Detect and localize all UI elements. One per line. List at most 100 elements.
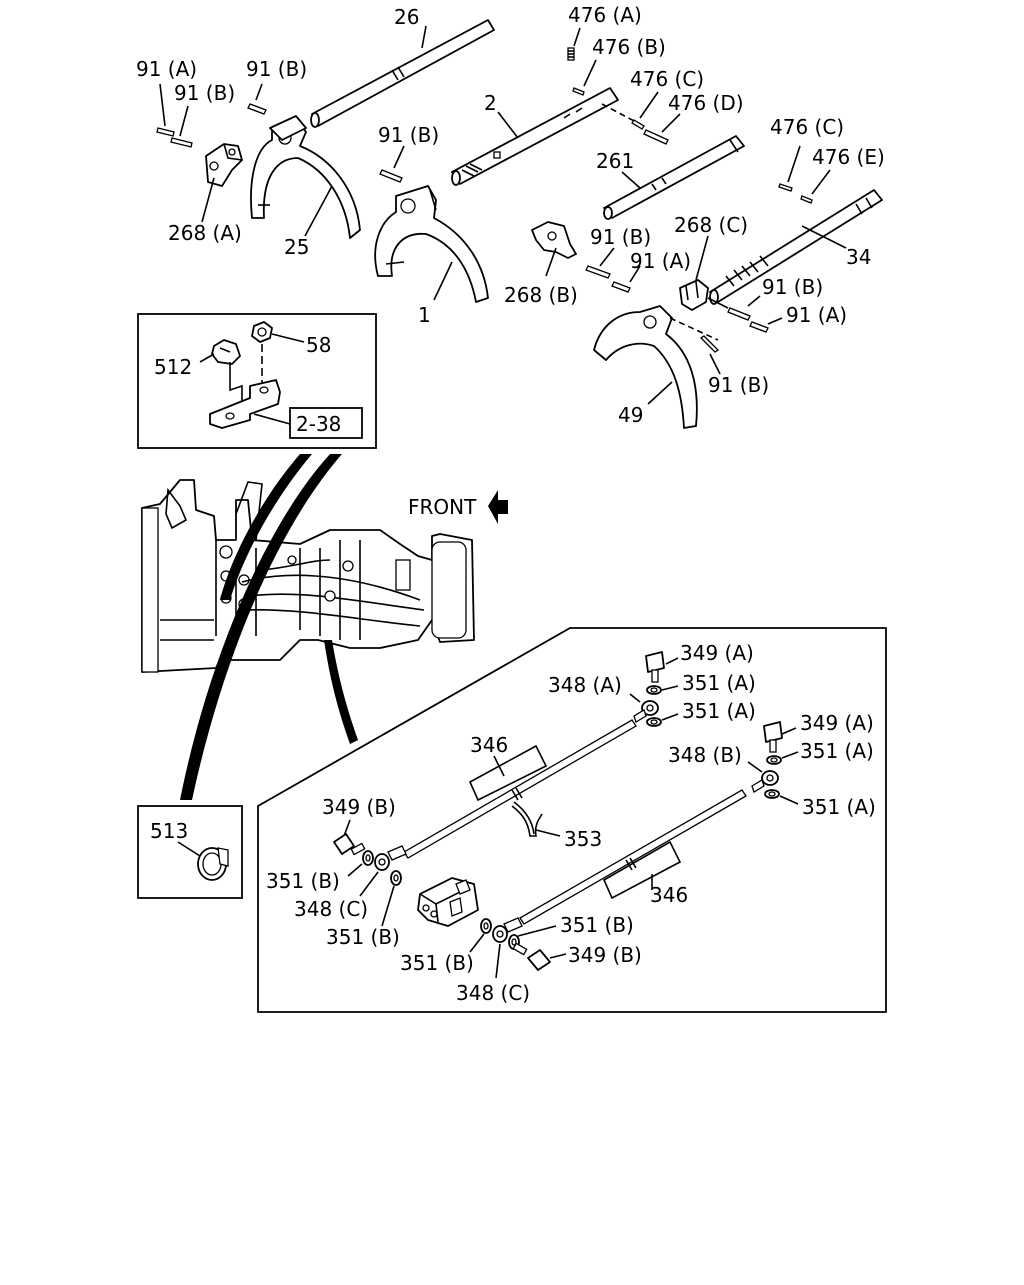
label-351b-4: 351 (B) — [560, 913, 634, 937]
label-91b-top1: 91 (B) — [174, 81, 235, 105]
label-351a-4: 351 (A) — [802, 795, 876, 819]
label-346-bot: 346 — [650, 883, 688, 907]
part-513-clamp — [197, 847, 229, 881]
part-91b-pin-mid — [379, 169, 403, 183]
part-351b-washer-1 — [362, 850, 374, 866]
label-513: 513 — [150, 819, 188, 843]
inset-box-tubes — [257, 627, 887, 1013]
label-58: 58 — [306, 333, 331, 357]
part-348c-eye-bolt-1 — [374, 845, 407, 871]
part-1-shift-fork — [374, 185, 489, 303]
label-476a: 476 (A) — [568, 3, 642, 27]
part-351b-washer-2 — [390, 870, 402, 886]
label-349b-2: 349 (B) — [568, 943, 642, 967]
part-351a-washer-3 — [766, 755, 782, 765]
part-346-tube-upper — [403, 719, 637, 859]
label-34: 34 — [846, 245, 871, 269]
label-353: 353 — [564, 827, 602, 851]
label-1: 1 — [418, 303, 431, 327]
part-bracket-plate — [209, 379, 281, 429]
label-25: 25 — [284, 235, 309, 259]
part-26-shaft — [310, 19, 495, 128]
part-476c-pin-top — [631, 119, 645, 130]
label-348a: 348 (A) — [548, 673, 622, 697]
part-349a-bolt-2 — [763, 721, 783, 753]
part-91a-pin-right — [749, 321, 769, 333]
part-349b-bolt-1 — [333, 833, 366, 856]
label-261: 261 — [596, 149, 634, 173]
label-91b-268b: 91 (B) — [590, 225, 651, 249]
label-348b: 348 (B) — [668, 743, 742, 767]
part-351a-washer-2 — [646, 717, 662, 727]
part-91b-pin-right — [727, 307, 751, 321]
label-349a-1: 349 (A) — [680, 641, 754, 665]
part-2-shaft — [451, 87, 619, 186]
label-268b: 268 (B) — [504, 283, 578, 307]
label-268c: 268 (C) — [674, 213, 748, 237]
part-91b-pin-49 — [699, 335, 720, 353]
part-353-clip — [511, 801, 543, 837]
part-476d-pin — [643, 129, 669, 145]
part-348c-eye-bolt-2 — [492, 917, 523, 943]
part-49-shift-fork — [593, 305, 698, 429]
label-348c-1: 348 (C) — [294, 897, 368, 921]
label-49: 49 — [618, 403, 643, 427]
part-476e-pin — [800, 195, 813, 204]
part-349b-bolt-2 — [512, 942, 551, 971]
label-476e: 476 (E) — [812, 145, 885, 169]
part-261-shaft — [603, 135, 745, 220]
label-349a-2: 349 (A) — [800, 711, 874, 735]
label-351b-2: 351 (B) — [326, 925, 400, 949]
part-91a-pin-left — [156, 127, 175, 137]
label-91b-top2: 91 (B) — [246, 57, 307, 81]
label-346-top: 346 — [470, 733, 508, 757]
part-349a-bolt-1 — [645, 651, 665, 683]
label-512: 512 — [154, 355, 192, 379]
part-25-shift-fork — [250, 115, 361, 239]
part-476b-pin — [572, 87, 585, 96]
part-91a-pin-268b — [611, 281, 631, 293]
label-2: 2 — [484, 91, 497, 115]
part-91b-pin-268b — [585, 265, 611, 279]
label-351a-1: 351 (A) — [682, 671, 756, 695]
part-58-nut — [251, 321, 273, 343]
label-349b-1: 349 (B) — [322, 795, 396, 819]
label-91a-top: 91 (A) — [136, 57, 197, 81]
reference-box-2-38 — [289, 407, 363, 439]
callout-swoop-to-513 — [180, 454, 342, 800]
label-348c-2: 348 (C) — [456, 981, 530, 1005]
part-348b-eye-bolt — [751, 770, 779, 793]
label-91b-49: 91 (B) — [708, 373, 769, 397]
label-91b-mid: 91 (B) — [378, 123, 439, 147]
part-476c-pin-right — [778, 183, 793, 192]
label-476b: 476 (B) — [592, 35, 666, 59]
front-arrow-icon — [488, 490, 508, 524]
label-268a: 268 (A) — [168, 221, 242, 245]
label-front: FRONT — [408, 495, 477, 519]
label-26: 26 — [394, 5, 419, 29]
label-476d: 476 (D) — [668, 91, 744, 115]
callout-swoop-to-inset — [220, 454, 312, 600]
label-91a-268b: 91 (A) — [630, 249, 691, 273]
part-91b-pin-left — [170, 137, 193, 148]
label-351b-3: 351 (B) — [400, 951, 474, 975]
part-268b-block — [531, 221, 577, 259]
part-351a-washer-1 — [646, 685, 662, 695]
part-91b-pin-upper — [247, 103, 267, 115]
part-268c-block — [679, 279, 709, 311]
label-476c-top: 476 (C) — [630, 67, 704, 91]
part-348a-eye-bolt — [633, 700, 659, 723]
label-351b-1: 351 (B) — [266, 869, 340, 893]
callout-swoop-to-tubes — [324, 640, 358, 744]
part-34-shaft — [709, 189, 883, 305]
label-91a-right: 91 (A) — [786, 303, 847, 327]
part-268a-block — [205, 143, 243, 187]
label-351a-3: 351 (A) — [800, 739, 874, 763]
part-351b-washer-3 — [480, 918, 492, 934]
part-351a-washer-4 — [764, 789, 780, 799]
label-2-38: 2-38 — [296, 412, 341, 436]
label-476c-right: 476 (C) — [770, 115, 844, 139]
part-476a-spring — [567, 47, 575, 61]
